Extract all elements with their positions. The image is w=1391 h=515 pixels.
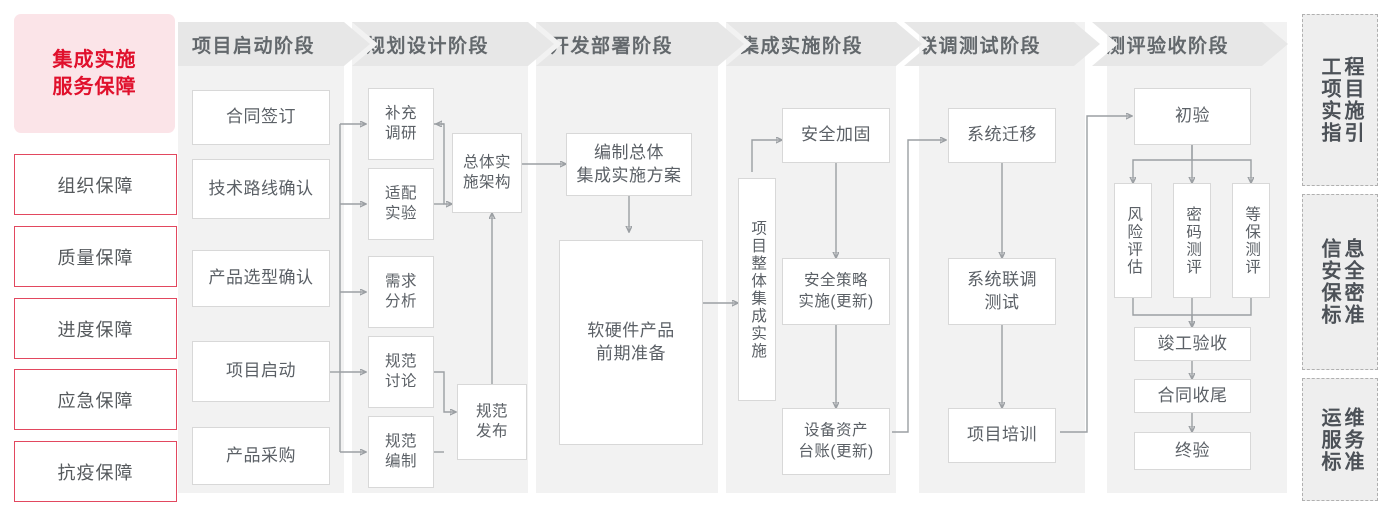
node-label: 技术路线确认: [208, 178, 314, 198]
sidebar-item-epidemic[interactable]: 抗疫保障: [14, 441, 177, 502]
node-label: 补充 调研: [384, 104, 417, 142]
node-label: 终验: [1175, 440, 1210, 460]
sidebar-item-label: 抗疫保障: [57, 462, 134, 483]
standards-card-engineering-guide[interactable]: 工项实指 程目施引: [1302, 14, 1378, 186]
node-label: 竣工验收: [1157, 333, 1228, 353]
standards-label-right: 程目施引: [1341, 56, 1363, 144]
node-label: 初验: [1175, 106, 1210, 126]
node-supplementary-survey[interactable]: 补充 调研: [368, 88, 434, 160]
node-label: 规范 讨论: [384, 352, 417, 390]
node-contract-sign[interactable]: 合同签订: [192, 90, 330, 145]
phase-header-integration[interactable]: 集成实施阶段: [726, 22, 922, 66]
node-adaptation-experiment[interactable]: 适配 实验: [368, 168, 434, 240]
sidebar-item-label: 进度保障: [57, 319, 134, 340]
sidebar-item-emergency[interactable]: 应急保障: [14, 369, 177, 430]
node-label: 产品选型确认: [208, 268, 314, 288]
node-equipment-asset-ledger[interactable]: 设备资产 台账(更新): [782, 408, 890, 475]
hero-card-integration-service: 集成实施 服务保障: [14, 14, 175, 133]
node-completion-acceptance[interactable]: 竣工验收: [1134, 327, 1251, 361]
node-label: 软硬件产品 前期准备: [587, 321, 675, 363]
node-security-hardening[interactable]: 安全加固: [782, 108, 890, 163]
node-label: 设备资产 台账(更新): [798, 422, 874, 460]
node-compile-overall-integration-plan[interactable]: 编制总体 集成实施方案: [566, 133, 692, 196]
node-initial-acceptance[interactable]: 初验: [1134, 88, 1251, 145]
node-final-acceptance[interactable]: 终验: [1134, 432, 1251, 470]
node-cryptography-evaluation[interactable]: 密码测评: [1173, 183, 1211, 298]
node-label: 需求 分析: [384, 272, 417, 310]
node-overall-implementation-architecture[interactable]: 总体实 施架构: [452, 133, 522, 213]
node-label: 总体实 施架构: [462, 153, 511, 191]
standards-label-right: 维务准: [1341, 406, 1363, 473]
phase-header-joint-test[interactable]: 联调测试阶段: [904, 22, 1100, 66]
phase-header-acceptance[interactable]: 测评验收阶段: [1092, 22, 1288, 66]
node-label: 规范 编制: [384, 432, 417, 470]
standards-label-right: 息全密准: [1341, 238, 1363, 326]
standards-label-left: 信安保标: [1318, 238, 1340, 326]
node-system-migration[interactable]: 系统迁移: [948, 108, 1056, 163]
node-spec-discussion[interactable]: 规范 讨论: [368, 336, 434, 408]
standards-card-security-confidentiality[interactable]: 信安保标 息全密准: [1302, 194, 1378, 370]
node-risk-assessment[interactable]: 风险评估: [1114, 183, 1152, 298]
node-label: 合同收尾: [1157, 385, 1228, 405]
node-label: 安全加固: [801, 125, 871, 145]
node-system-joint-debug-test[interactable]: 系统联调 测试: [948, 258, 1056, 325]
sidebar-item-quality[interactable]: 质量保障: [14, 226, 177, 287]
sidebar-item-label: 组织保障: [57, 175, 134, 196]
node-security-policy-implementation[interactable]: 安全策略 实施(更新): [782, 258, 890, 325]
phase-header-planning[interactable]: 规划设计阶段: [352, 22, 554, 66]
sidebar-item-label: 应急保障: [57, 390, 134, 411]
node-project-kickoff[interactable]: 项目启动: [192, 341, 330, 402]
node-label: 安全策略 实施(更新): [798, 272, 874, 310]
sidebar-item-organization[interactable]: 组织保障: [14, 154, 177, 215]
node-product-purchase[interactable]: 产品采购: [192, 427, 330, 485]
standards-card-operations-service[interactable]: 运服标 维务准: [1302, 378, 1378, 501]
node-label: 合同签订: [226, 107, 296, 127]
node-requirement-analysis[interactable]: 需求 分析: [368, 256, 434, 328]
node-contract-closeout[interactable]: 合同收尾: [1134, 379, 1251, 413]
node-label: 项目培训: [967, 425, 1037, 445]
standards-label-left: 运服标: [1318, 406, 1340, 473]
node-label: 产品采购: [226, 445, 296, 465]
node-mlps-evaluation[interactable]: 等保测评: [1232, 183, 1270, 298]
node-label: 规范 发布: [475, 402, 508, 440]
node-label: 系统联调 测试: [967, 270, 1037, 312]
sidebar-item-schedule[interactable]: 进度保障: [14, 298, 177, 359]
node-spec-drafting[interactable]: 规范 编制: [368, 416, 434, 488]
hero-card-text: 集成实施 服务保障: [53, 47, 137, 101]
node-label: 风险评估: [1125, 205, 1143, 276]
node-tech-route-confirm[interactable]: 技术路线确认: [192, 159, 330, 219]
node-label: 项目启动: [226, 361, 296, 381]
phase-header-project-start[interactable]: 项目启动阶段: [178, 22, 370, 66]
node-label: 系统迁移: [967, 125, 1037, 145]
standards-label-left: 工项实指: [1318, 56, 1340, 144]
hero-line-2: 服务保障: [52, 75, 137, 98]
phase-header-development[interactable]: 开发部署阶段: [536, 22, 744, 66]
node-label: 项目整体集成实施: [749, 219, 767, 360]
node-spec-release[interactable]: 规范 发布: [457, 384, 527, 460]
node-hardware-software-preparation[interactable]: 软硬件产品 前期准备: [559, 240, 703, 445]
sidebar-item-label: 质量保障: [57, 247, 134, 268]
node-label: 密码测评: [1184, 205, 1202, 276]
node-label: 适配 实验: [384, 184, 417, 222]
node-label: 编制总体 集成实施方案: [576, 143, 682, 185]
node-product-selection-confirm[interactable]: 产品选型确认: [192, 250, 330, 307]
node-overall-project-integration[interactable]: 项目整体集成实施: [738, 178, 776, 401]
node-project-training[interactable]: 项目培训: [948, 408, 1056, 463]
hero-line-1: 集成实施: [52, 48, 137, 71]
node-label: 等保测评: [1243, 205, 1261, 276]
